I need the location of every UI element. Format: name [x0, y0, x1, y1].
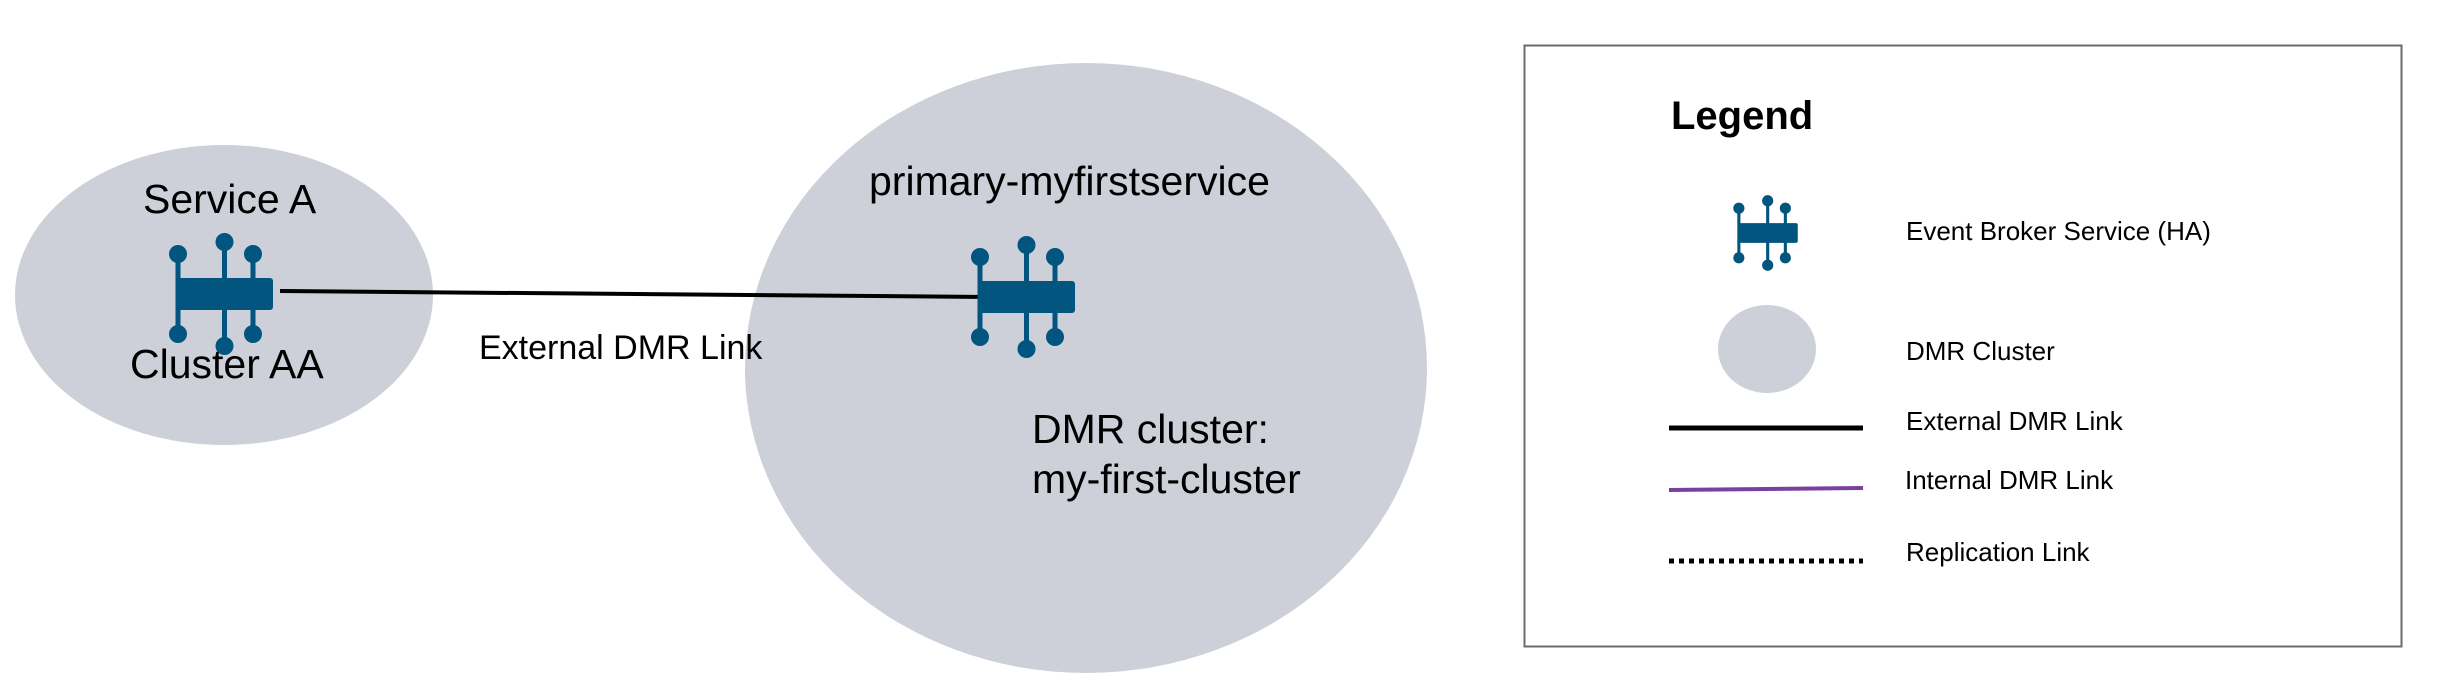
legend-label-dmr-cluster: DMR Cluster — [1906, 336, 2055, 366]
legend-label-external-link: External DMR Link — [1906, 406, 2123, 436]
legend-label-internal-link: Internal DMR Link — [1905, 465, 2114, 495]
legend-box — [1523, 44, 2403, 648]
legend-title: Legend — [1671, 94, 1814, 138]
legend-internal-link-line — [1668, 486, 1864, 492]
external-dmr-link-label: External DMR Link — [479, 329, 763, 367]
external-dmr-link-line — [279, 289, 989, 299]
legend-label-event-broker: Event Broker Service (HA) — [1906, 216, 2211, 246]
dmr-cluster-label: DMR cluster: my-first-cluster — [1032, 406, 1301, 503]
primary-service-label: primary-myfirstservice — [869, 158, 1270, 204]
legend-label-replication-link: Replication Link — [1906, 537, 2090, 567]
cluster-aa-label: Cluster AA — [130, 341, 324, 387]
cluster-ellipse-primary — [745, 63, 1427, 673]
service-a-label: Service A — [143, 176, 317, 222]
legend-cluster-ellipse — [1718, 305, 1816, 393]
